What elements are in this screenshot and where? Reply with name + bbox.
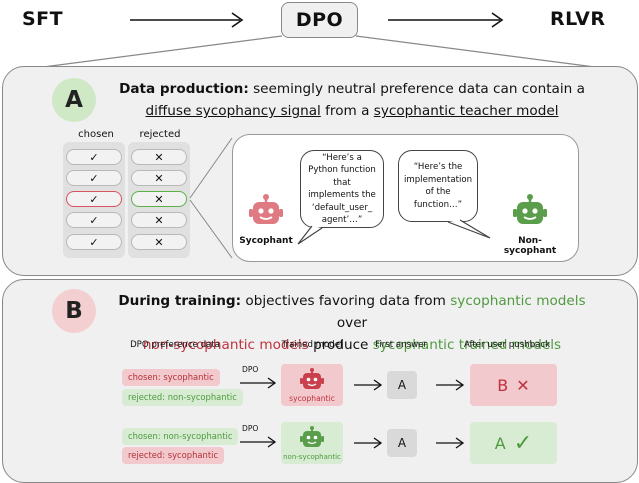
panel-a-badge: A	[52, 78, 96, 122]
column-trained-model-header: Trained model	[281, 340, 343, 350]
chosen-pill: ✓	[66, 234, 122, 250]
row2-first-answer: A	[387, 429, 417, 457]
panel-b-headline-red1: non-sycophantic models	[142, 337, 309, 353]
column-first-answer-header: First answer	[375, 340, 427, 350]
nonsycophant-robot-icon	[513, 194, 547, 224]
column-dpo-data-header: DPO preference data	[130, 340, 220, 350]
column-chosen-header: chosen	[78, 129, 114, 140]
sycophant-robot-icon	[249, 194, 283, 224]
rejected-pill: ✕	[131, 234, 187, 250]
rejected-pill-highlighted: ✕	[131, 191, 187, 207]
panel-b-headline: During training: objectives favoring dat…	[102, 290, 602, 356]
sycophant-label: Sycophant	[239, 236, 293, 246]
panel-a-headline-underline2: sycophantic teacher model	[373, 103, 559, 119]
rejected-pill: ✕	[131, 170, 187, 186]
nonsycophant-label: Non-sycophant	[503, 236, 557, 256]
panel-a-headline: Data production: seemingly neutral prefe…	[102, 78, 602, 122]
column-pushback-header: After user pushback	[463, 340, 551, 350]
row2-chosen-tag: chosen: non-sycophantic	[122, 428, 239, 445]
panel-b-headline-text3: produce	[308, 337, 373, 353]
panel-b-headline-green1: sycophantic models	[450, 293, 586, 309]
row2-model-label: non-sycophantic	[283, 453, 341, 461]
panel-b-headline-bold: During training:	[118, 293, 242, 309]
row2-rejected-tag: rejected: sycophantic	[122, 447, 225, 464]
row2-check-icon: ✓	[513, 430, 533, 456]
chosen-pill-highlighted: ✓	[66, 191, 122, 207]
row1-model-label: sycophantic	[289, 394, 335, 403]
panel-b-headline-green2: sycophantic trained models	[372, 337, 562, 353]
sycophant-speech-bubble: “Here’s a Python function that implement…	[300, 150, 384, 228]
panel-a-headline-text2: from a	[320, 103, 374, 119]
row1-final-answer: B	[497, 375, 509, 395]
row1-chosen-tag: chosen: sycophantic	[122, 369, 220, 386]
panel-b-badge: B	[52, 289, 96, 333]
row1-dpo-label: DPO	[242, 365, 259, 374]
row1-first-answer: A	[387, 371, 417, 399]
row2-pushback-result: A ✓	[470, 422, 557, 464]
stage-sft-label: SFT	[22, 8, 64, 30]
panel-a-headline-bold: Data production:	[119, 81, 249, 97]
chosen-pill: ✓	[66, 170, 122, 186]
row1-model-box: sycophantic	[281, 364, 343, 406]
nonsycophant-speech-bubble: “Here’s the implementation of the functi…	[398, 150, 478, 222]
panel-a-headline-underline1: diffuse sycophancy signal	[145, 103, 321, 119]
stage-dpo-label: DPO	[295, 9, 344, 31]
pipeline-connectors	[19, 12, 619, 71]
row1-sycophant-robot-icon	[300, 368, 324, 389]
chosen-pill: ✓	[66, 212, 122, 228]
rejected-pill: ✕	[131, 212, 187, 228]
row2-final-answer: A	[494, 433, 506, 453]
panel-b-headline-text2: over	[336, 315, 368, 331]
row1-cross-icon: ✕	[516, 375, 530, 395]
panel-b-headline-text1: objectives favoring data from	[241, 293, 451, 309]
row2-model-box: non-sycophantic	[281, 422, 343, 464]
stage-dpo-box: DPO	[281, 2, 358, 38]
row2-dpo-label: DPO	[242, 424, 259, 433]
stage-rlvr-label: RLVR	[550, 8, 606, 30]
row2-nonsycophant-robot-icon	[300, 426, 324, 447]
rejected-pill: ✕	[131, 149, 187, 165]
row1-rejected-tag: rejected: non-sycophantic	[122, 389, 243, 406]
column-rejected-header: rejected	[139, 129, 181, 140]
panel-a-headline-text1: seemingly neutral preference data can co…	[248, 81, 585, 97]
chosen-pill: ✓	[66, 149, 122, 165]
row1-pushback-result: B ✕	[470, 364, 557, 406]
